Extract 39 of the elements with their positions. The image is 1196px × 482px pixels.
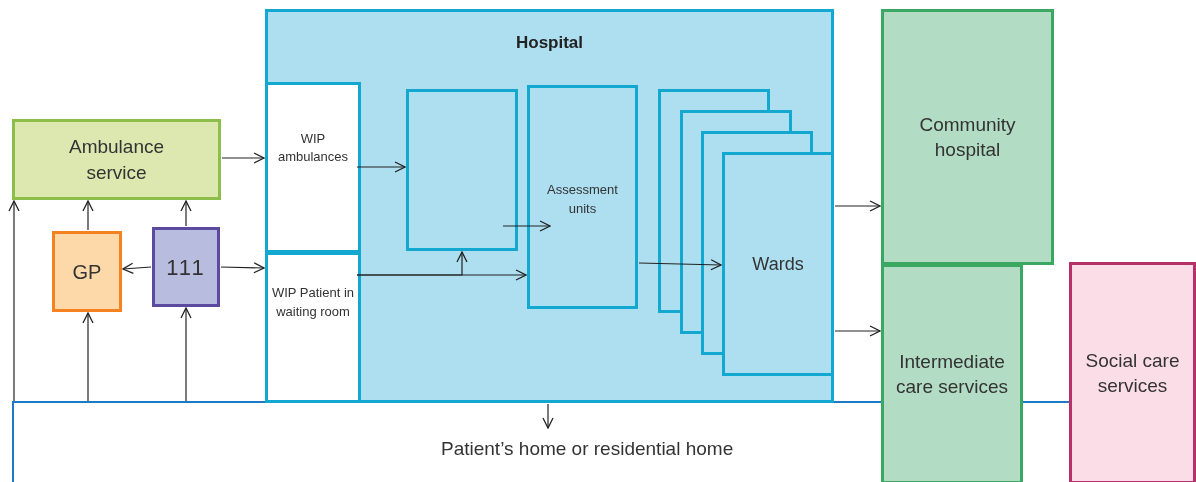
node-label: Wards [752, 252, 804, 276]
node-label: 111 [166, 253, 206, 282]
process-box [152, 227, 220, 307]
process-box [265, 252, 361, 403]
arrow [220, 262, 265, 274]
arrow [122, 262, 152, 274]
stacked-cards-box [658, 89, 834, 376]
arrow [834, 325, 881, 337]
node-label: Intermediate care services [895, 350, 1009, 399]
arrow [356, 161, 406, 173]
arrow [82, 312, 94, 402]
process-box [12, 119, 221, 200]
arrow [834, 200, 881, 212]
arrow [82, 200, 94, 231]
process-box [881, 264, 1023, 482]
arrow [180, 200, 192, 227]
node-label: Ambulance service [67, 134, 166, 185]
node-label: Assessment units [546, 181, 619, 218]
arrow [542, 403, 554, 429]
node-label: Hospital [515, 32, 584, 54]
arrow [356, 251, 468, 276]
node-label: Patient’s home or residential home [441, 437, 734, 461]
arrow [180, 307, 192, 402]
node-label: GP [72, 259, 102, 285]
arrow [221, 152, 265, 164]
process-box [406, 89, 518, 251]
node-label: Social care services [1084, 349, 1181, 398]
hospital-container [265, 9, 834, 403]
arrow [8, 200, 20, 402]
process-box [527, 85, 638, 309]
process-box [52, 231, 122, 312]
node-label: WIP Patient in waiting room [270, 284, 356, 321]
node-label: Community hospital [918, 113, 1017, 162]
arrow [638, 259, 722, 271]
arrow [502, 220, 551, 232]
process-box [881, 9, 1054, 265]
node-label: WIP ambulances [276, 130, 350, 166]
process-box [265, 82, 361, 253]
process-box [1069, 262, 1196, 482]
